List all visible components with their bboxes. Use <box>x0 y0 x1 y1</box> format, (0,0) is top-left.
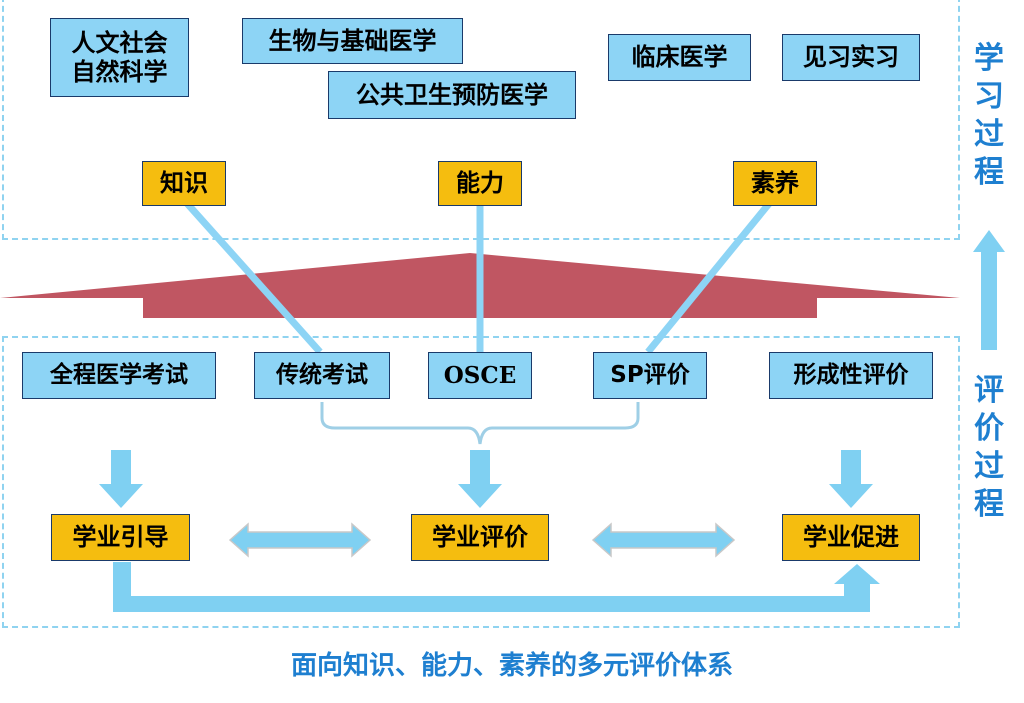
subject-humanities-line2: 自然科学 <box>71 57 168 86</box>
result-assessment: 学业评价 <box>411 514 549 561</box>
evaluation-process-label: 评价过程 <box>969 372 1009 524</box>
outcome-ability-label: 能力 <box>456 169 504 198</box>
subject-clerkship: 见习实习 <box>782 34 920 81</box>
method-whole-exam-label: 全程医学考试 <box>50 361 188 388</box>
method-formative-label: 形成性评价 <box>793 361 909 388</box>
subject-biomedical: 生物与基础医学 <box>242 18 463 64</box>
method-whole-exam: 全程医学考试 <box>22 352 216 399</box>
subject-clinical-label: 临床医学 <box>631 43 728 72</box>
method-sp-label: SP评价 <box>610 361 690 388</box>
learning-process-text: 学习过程 <box>974 41 1004 190</box>
method-osce: OSCE <box>428 352 532 399</box>
connector-knowledge-traditional <box>181 197 323 355</box>
method-sp: SP评价 <box>593 352 707 399</box>
down-arrow-center <box>458 450 502 508</box>
double-arrow-right <box>591 522 736 558</box>
down-arrow-right <box>829 450 873 508</box>
evaluation-process-text: 评价过程 <box>974 373 1004 522</box>
diagram-caption: 面向知识、能力、素养的多元评价体系 <box>290 651 733 681</box>
outcome-knowledge: 知识 <box>142 161 226 206</box>
learning-process-label: 学习过程 <box>969 40 1009 192</box>
method-traditional-exam-label: 传统考试 <box>276 361 368 388</box>
subject-clinical: 临床医学 <box>608 34 751 81</box>
outcome-literacy: 素养 <box>733 161 817 206</box>
result-guidance: 学业引导 <box>51 514 190 561</box>
outcome-literacy-label: 素养 <box>751 169 799 198</box>
result-promotion-label: 学业促进 <box>803 523 899 552</box>
outcome-knowledge-label: 知识 <box>160 169 208 198</box>
connector-literacy-sp <box>645 197 775 355</box>
up-arrow <box>973 230 1005 350</box>
double-arrow-left <box>228 522 372 558</box>
brace <box>320 402 640 445</box>
subject-public-health: 公共卫生预防医学 <box>328 71 576 119</box>
subject-humanities-sciences: 人文社会 自然科学 <box>50 18 189 97</box>
result-promotion: 学业促进 <box>782 514 920 561</box>
method-osce-label: OSCE <box>443 361 517 389</box>
down-arrow-left <box>99 450 143 508</box>
subject-public-health-label: 公共卫生预防医学 <box>356 80 548 109</box>
result-guidance-label: 学业引导 <box>72 523 169 552</box>
subject-biomedical-label: 生物与基础医学 <box>268 26 437 55</box>
result-assessment-label: 学业评价 <box>432 523 528 552</box>
subject-clerkship-label: 见习实习 <box>803 43 899 72</box>
outcome-ability: 能力 <box>438 161 522 206</box>
method-formative: 形成性评价 <box>769 352 933 399</box>
method-traditional-exam: 传统考试 <box>254 352 390 399</box>
loop-arrow <box>113 562 880 612</box>
subject-humanities-line1: 人文社会 <box>71 28 168 57</box>
